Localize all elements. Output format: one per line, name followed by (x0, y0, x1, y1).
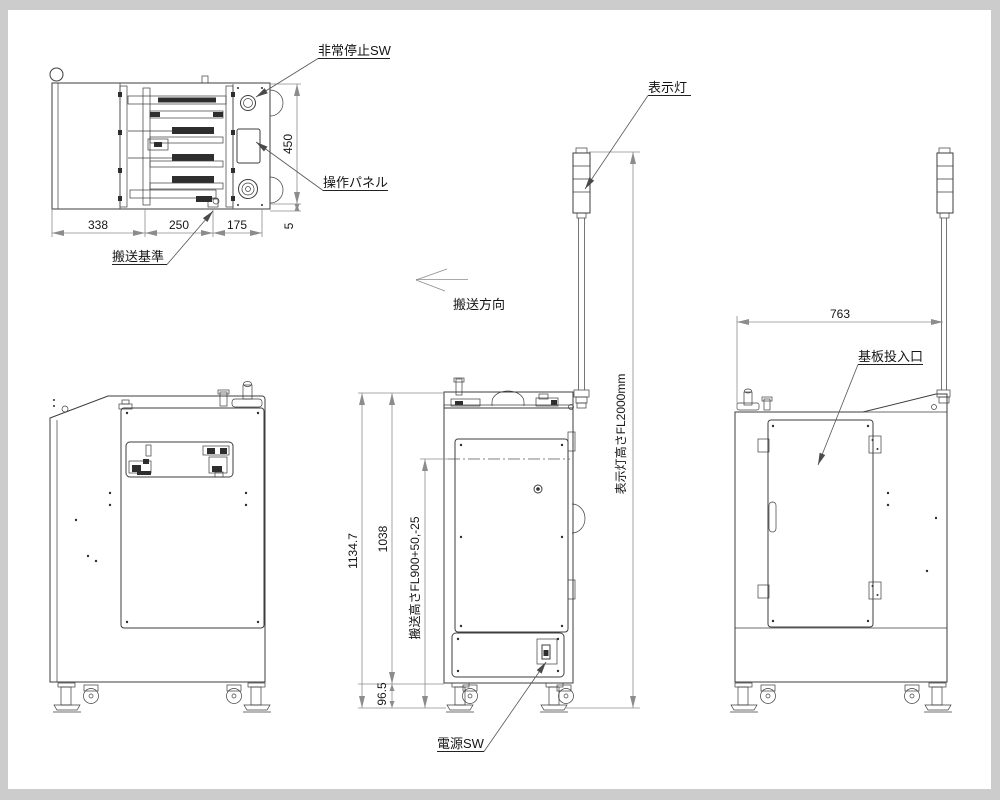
front-door-knob (533, 484, 543, 494)
side-view: 763 基板投入口 (730, 147, 954, 713)
front-top-fittings (450, 377, 559, 407)
signal-tower-front (568, 147, 591, 410)
drawing-paper: 338 250 175 450 5 非常停止SW 操作パネル 搬送基準 (8, 10, 991, 789)
back-door-panel (120, 407, 265, 629)
plan-view: 338 250 175 450 5 非常停止SW 操作パネル 搬送基準 (49, 43, 392, 265)
dim-plan-5: 5 (282, 222, 296, 229)
side-dimensions: 763 (736, 307, 943, 408)
operation-panel (236, 128, 261, 164)
dim-plan-175: 175 (227, 218, 247, 232)
dim-base-height: 96.5 (375, 682, 389, 706)
front-cabinet (443, 377, 586, 684)
plan-dimensions: 338 250 175 450 5 (51, 83, 301, 237)
label-power-switch: 電源SW (437, 736, 485, 751)
signal-tower-side (931, 147, 954, 410)
front-dimensions: 1134.7 1038 96.5 搬送高さFL900+50,-25 表示灯高さF… (346, 151, 640, 709)
front-door-screws (459, 443, 564, 628)
front-bottom-screws (456, 637, 560, 673)
side-labels: 基板投入口 (817, 349, 923, 466)
front-view: 1134.7 1038 96.5 搬送高さFL900+50,-25 表示灯高さF… (346, 80, 691, 752)
label-transport-reference: 搬送基準 (112, 249, 164, 264)
dim-plan-250: 250 (169, 218, 189, 232)
dim-plan-450: 450 (281, 134, 295, 154)
label-emergency-stop: 非常停止SW (318, 43, 392, 58)
back-feet (53, 682, 271, 713)
side-door-panel (767, 419, 874, 628)
technical-drawing-canvas: 338 250 175 450 5 非常停止SW 操作パネル 搬送基準 (49, 43, 954, 752)
dim-indicator-light-height: 表示灯高さFL2000mm (613, 374, 628, 495)
plan-machine-body (49, 67, 284, 210)
plan-lower-knob (238, 179, 258, 199)
plan-frame-ticks (118, 92, 235, 201)
label-indicator-light: 表示灯 (648, 80, 687, 95)
power-switch (536, 638, 558, 665)
side-door-handle (768, 501, 777, 533)
plan-control-panel (236, 87, 263, 206)
plan-transport-reference-hardware (129, 189, 220, 208)
plan-conveyor-rails (127, 95, 227, 190)
label-operation-panel: 操作パネル (323, 175, 388, 190)
label-transport-direction: 搬送方向 (453, 297, 505, 312)
dim-overall-height: 1134.7 (346, 533, 360, 569)
back-window-mechanism (125, 441, 234, 478)
dim-side-width: 763 (830, 307, 850, 321)
plan-labels: 非常停止SW 操作パネル 搬送基準 (112, 43, 392, 265)
front-door-panel (454, 438, 569, 633)
label-board-inlet: 基板投入口 (858, 349, 923, 364)
back-screws (74, 411, 260, 624)
front-side-handle (571, 503, 586, 534)
dim-transport-height: 搬送高さFL900+50,-25 (407, 516, 422, 639)
side-feet (730, 682, 952, 713)
plan-conveyor (118, 85, 235, 208)
back-top-fittings (53, 381, 263, 413)
side-screws (771, 424, 938, 623)
transport-direction: 搬送方向 (415, 268, 505, 312)
back-view (49, 381, 271, 713)
side-top-fittings (736, 388, 773, 411)
dim-body-height: 1038 (376, 525, 390, 552)
front-feet (446, 682, 574, 713)
dim-plan-338: 338 (88, 218, 108, 232)
side-door-hinges (868, 435, 882, 600)
emergency-stop-button (240, 95, 256, 111)
plan-signal-tower-top (49, 67, 64, 82)
front-labels: 表示灯 電源SW (437, 80, 691, 752)
